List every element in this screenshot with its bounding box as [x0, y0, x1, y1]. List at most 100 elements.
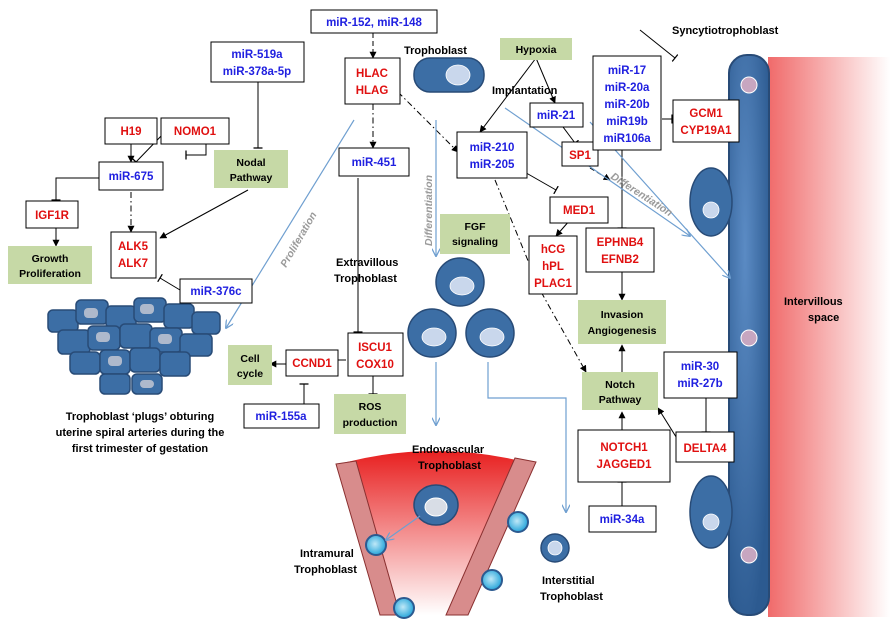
intervillous-label-2: space [808, 312, 839, 324]
mir19b-label: miR19b [606, 116, 648, 128]
hypoxia-box [500, 38, 572, 60]
ephnb4-label: EPHNB4 [597, 237, 644, 249]
notch1-box [577, 429, 671, 483]
iscu1-label: ISCU1 [358, 342, 392, 354]
growth-proliferation-box [8, 246, 92, 284]
syncytio-nucleus [740, 546, 758, 564]
hlac-label: HLAC [356, 68, 388, 80]
cell-nucleus [547, 540, 563, 556]
mir210-label: miR-210 [470, 142, 515, 154]
extravillous-label-2: Trophoblast [334, 273, 397, 285]
differentiation-arrow-label-1: Differentiation [423, 175, 435, 246]
mir30-27b-box [663, 351, 738, 399]
mir34a-label: miR-34a [600, 514, 645, 526]
h19-label: H19 [120, 126, 141, 138]
hypoxia-label: Hypoxia [516, 44, 557, 56]
mir152-148-box [310, 9, 438, 34]
intramural-cell [507, 511, 529, 533]
cell-cycle-box [228, 345, 272, 385]
intramural-label-1: Intramural [300, 548, 354, 560]
hpl-label: hPL [542, 261, 564, 273]
invasion-label-2: Angiogenesis [588, 325, 657, 337]
implantation-label: Implantation [492, 85, 558, 97]
med1-label: MED1 [563, 205, 596, 217]
growth-label-2: Proliferation [19, 268, 81, 280]
gcm1-label: GCM1 [689, 108, 723, 120]
mir17-label: miR-17 [608, 65, 646, 77]
mir21-label: miR-21 [537, 110, 576, 122]
gcm1-box [672, 99, 740, 143]
endovascular-label-1: Endovascular [412, 444, 485, 456]
cell-nucleus [449, 276, 475, 296]
mir20b-label: miR-20b [604, 99, 649, 111]
hlag-label: HLAG [356, 85, 389, 97]
delta4-label: DELTA4 [683, 443, 727, 455]
cell-nucleus [702, 201, 720, 219]
mir378a-label: miR-378a-5p [223, 66, 291, 78]
spiral-artery-lumen [347, 451, 525, 615]
sp1-label: SP1 [569, 150, 591, 162]
alk-box [110, 231, 157, 279]
mir451-box [338, 147, 410, 177]
nodal-pathway-box [214, 150, 288, 188]
cell-nucleus [421, 327, 447, 347]
notch-label-2: Pathway [599, 394, 642, 406]
efnb2-label: EFNB2 [601, 254, 639, 266]
nomo1-box [160, 117, 230, 145]
fgf-label-1: FGF [465, 221, 487, 233]
delta4-box [675, 431, 735, 463]
mir20a-label: miR-20a [605, 82, 650, 94]
mir675-label: miR-675 [109, 171, 154, 183]
mir519a-label: miR-519a [231, 49, 283, 61]
hlac-hlag-box [344, 57, 401, 105]
ccnd1-box [285, 349, 339, 377]
intramural-cell [393, 597, 415, 619]
mir152-148-label: miR-152, miR-148 [326, 17, 422, 29]
igf1r-box [25, 200, 79, 229]
intervillous-label-1: Intervillous [784, 296, 843, 308]
mir17-group-box [592, 55, 662, 151]
ros-label-1: ROS [359, 401, 382, 413]
ros-label-2: production [343, 417, 398, 429]
intervillous-space-region [768, 57, 890, 617]
nodal-label-1: Nodal [236, 157, 265, 169]
cyp19a1-label: CYP19A1 [680, 125, 732, 137]
plugs-caption-2: uterine spiral arteries during the [56, 427, 225, 439]
notch-pathway-box [582, 372, 658, 410]
interstitial-label-1: Interstitial [542, 575, 595, 587]
extravillous-label-1: Extravillous [336, 257, 398, 269]
mir21-box [529, 102, 584, 128]
hcg-label: hCG [541, 244, 565, 256]
fgf-label-2: signaling [452, 236, 498, 248]
trophoblast-cell [689, 475, 733, 549]
nodal-label-2: Pathway [230, 172, 273, 184]
proliferation-arrow-label: Proliferation [278, 210, 319, 270]
cell-nucleus [479, 327, 505, 347]
plugs-caption-3: first trimester of gestation [72, 443, 209, 455]
mir519a-box [210, 41, 305, 83]
alk7-label: ALK7 [118, 258, 148, 270]
cell-nucleus [702, 513, 720, 531]
trophoblast-label: Trophoblast [404, 45, 467, 57]
intramural-cell [481, 569, 503, 591]
syncytio-nucleus [740, 329, 758, 347]
h19-box [104, 117, 158, 145]
intramural-label-2: Trophoblast [294, 564, 357, 576]
hcg-box [528, 235, 578, 295]
mir205-label: miR-205 [470, 159, 515, 171]
ccnd1-label: CCND1 [292, 358, 332, 370]
notch1-label: NOTCH1 [600, 442, 648, 454]
notch-label-1: Notch [605, 379, 635, 391]
plugs-caption-1: Trophoblast ‘plugs’ obturing [66, 411, 215, 423]
syncytio-nucleus [740, 76, 758, 94]
intramural-cell [365, 534, 387, 556]
mir376c-box [179, 278, 253, 304]
mir30-label: miR-30 [681, 361, 719, 373]
cell-nucleus [424, 497, 448, 517]
mir106a-label: miR106a [603, 133, 651, 145]
mir155a-box [243, 403, 320, 429]
mir155a-label: miR-155a [255, 411, 307, 423]
mir34a-box [588, 505, 657, 533]
